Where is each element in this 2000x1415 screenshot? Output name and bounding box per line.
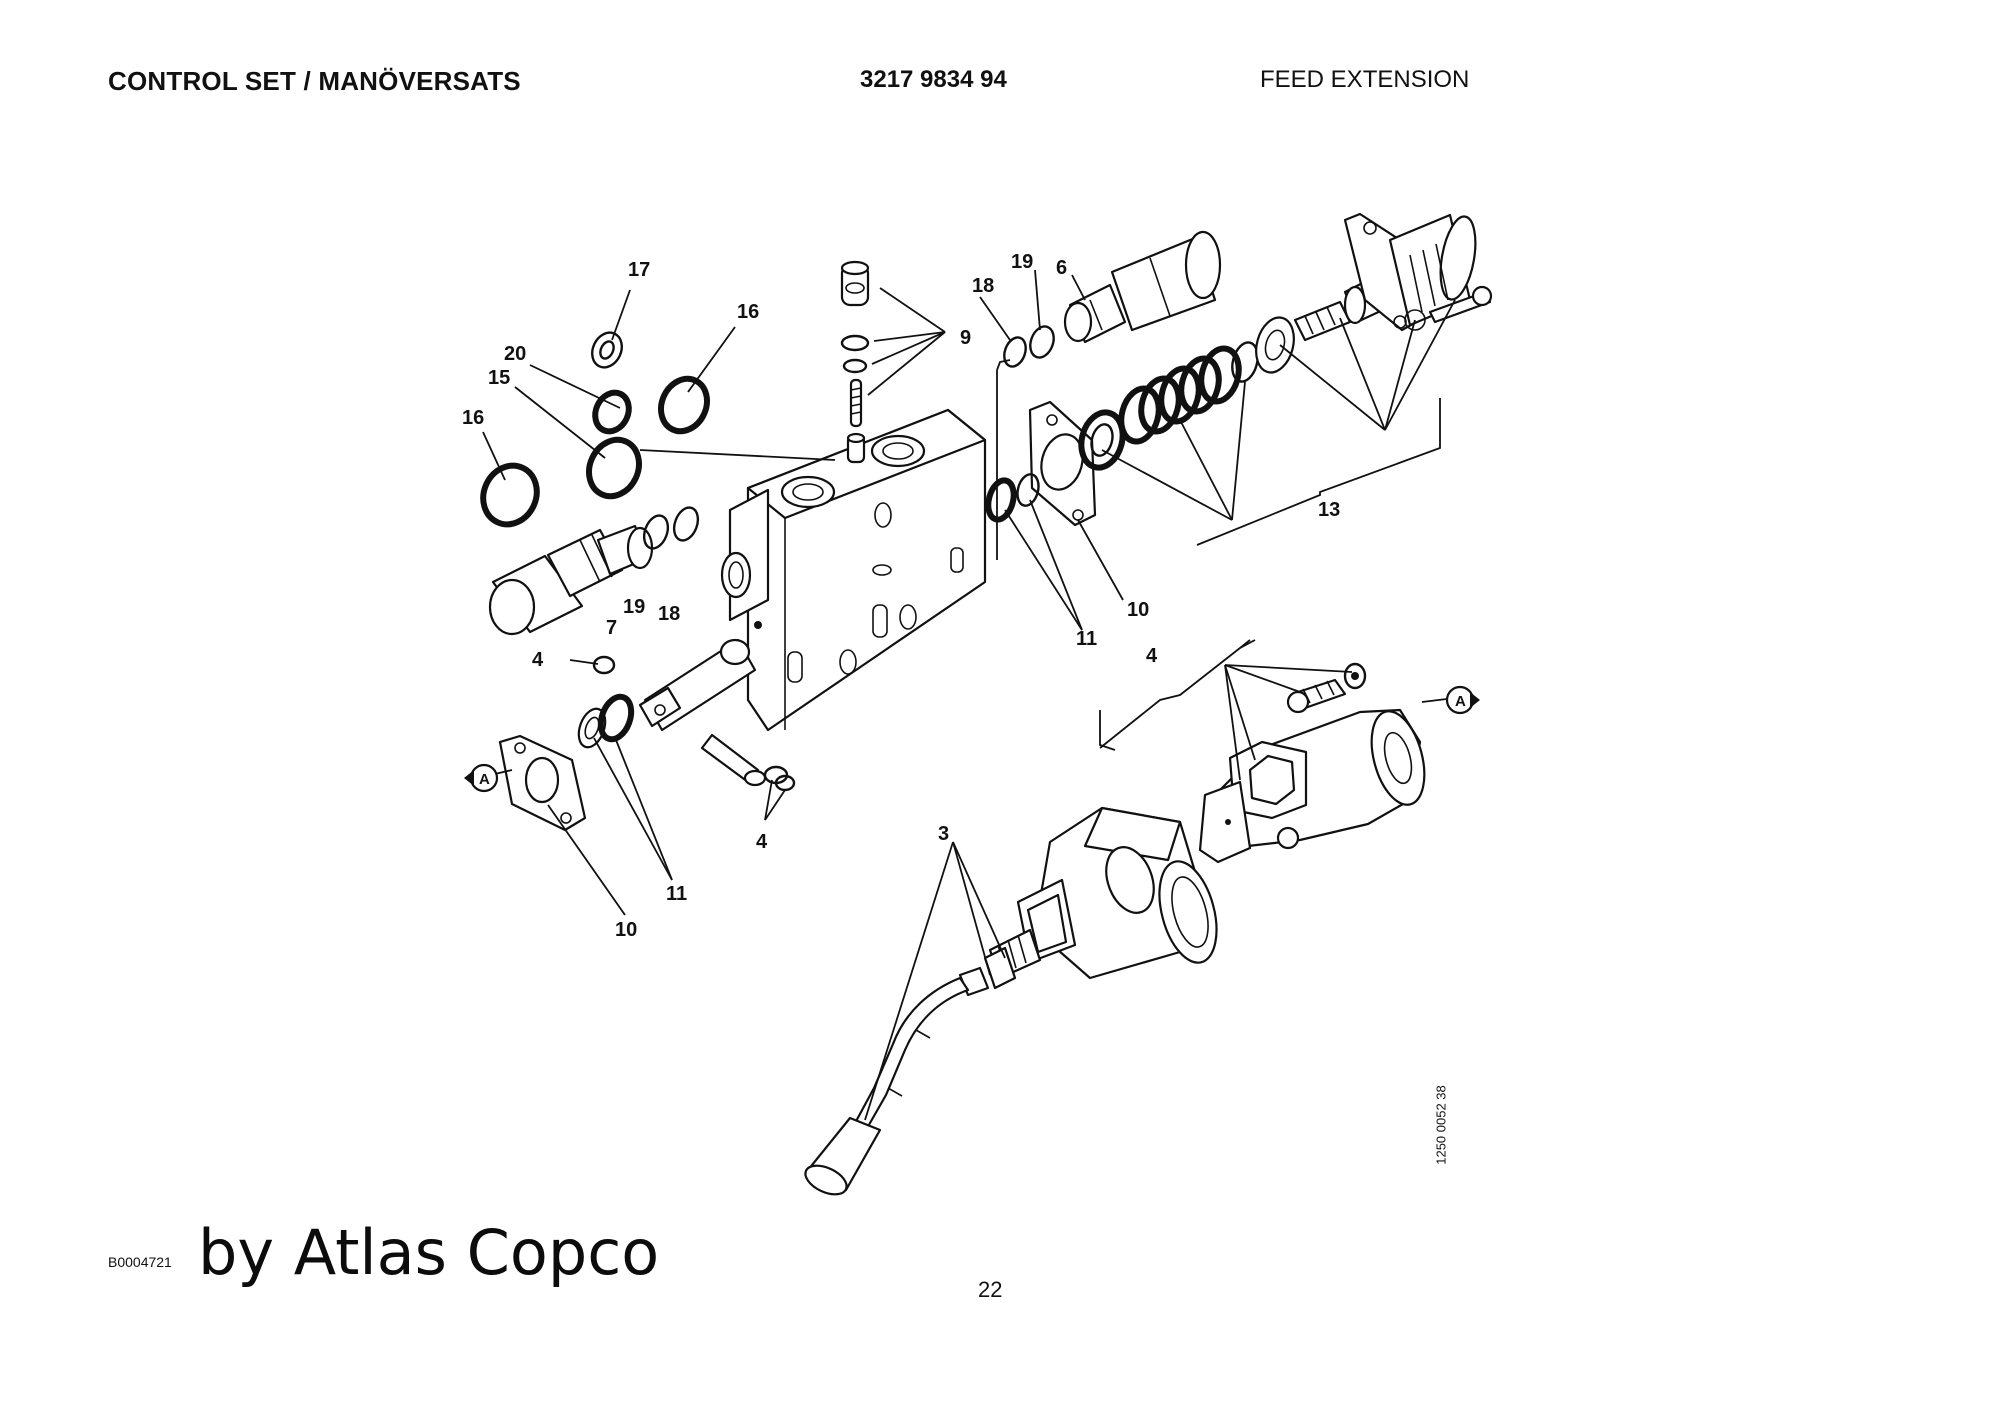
callout-10-right: 10 [1127, 599, 1149, 621]
control-lever [804, 966, 990, 1196]
svg-text:A: A [1455, 693, 1466, 710]
check-valve-assembly [488, 524, 654, 636]
callout-19-top: 19 [1011, 251, 1033, 273]
callout-16-left: 16 [462, 407, 484, 429]
callout-10-bottom: 10 [615, 919, 637, 941]
page-number: 22 [978, 1277, 1003, 1302]
flange-plate-left [498, 655, 796, 832]
callout-17: 17 [628, 259, 650, 281]
callout-6: 6 [1056, 257, 1067, 279]
flange-plate-right [985, 400, 1097, 527]
o-ring-19-left [642, 514, 670, 550]
callout-9: 9 [960, 327, 971, 349]
callout-15: 15 [488, 367, 510, 389]
callout-19-left: 19 [623, 596, 645, 618]
washer-17-inner [599, 340, 615, 360]
callout-3: 3 [938, 823, 949, 845]
section-title: FEED EXTENSION [1260, 66, 1470, 93]
drawing-reference: 1250 0052 38 [1431, 1075, 1451, 1175]
callout-16-top: 16 [737, 301, 759, 323]
leader-lines [477, 269, 1456, 1121]
brand-mark: by Atlas Copco [198, 1216, 660, 1289]
bracket-lines [996, 359, 1441, 751]
callout-20: 20 [504, 343, 526, 365]
o-ring-16-left [480, 462, 540, 528]
callout-labels: 17 16 20 15 16 19 18 7 9 18 19 6 13 10 1… [462, 251, 1340, 941]
relief-valve-assembly [840, 260, 870, 464]
callout-11-bottom: 11 [666, 883, 687, 905]
o-ring-15 [586, 436, 642, 500]
cartridge-valve-6 [1003, 230, 1222, 368]
o-ring-20 [592, 389, 632, 435]
callout-4-top: 4 [532, 649, 544, 671]
document-code: B0004721 [108, 1254, 172, 1270]
bolt-right [1286, 662, 1367, 714]
callout-11-mid: 11 [1076, 628, 1097, 650]
marker-a-right: A [1445, 685, 1480, 715]
svg-text:A: A [479, 771, 490, 788]
drawing-reference-text: 1250 0052 38 [1433, 1085, 1449, 1165]
valve-block [720, 408, 987, 732]
lever-housing [983, 806, 1218, 990]
callout-4-right: 4 [1146, 645, 1158, 667]
end-cap [1343, 212, 1493, 332]
callout-4-bottom: 4 [756, 831, 768, 853]
o-ring-18-left [672, 506, 700, 542]
solenoid-cylinder [1198, 708, 1426, 864]
washer-17 [591, 331, 623, 369]
o-ring-16-top [658, 375, 710, 435]
page-title: CONTROL SET / MANÖVERSATS [108, 66, 521, 96]
callout-18-left: 18 [658, 603, 680, 625]
spool-shaft [638, 638, 767, 787]
callout-18-top: 18 [972, 275, 994, 297]
marker-a-left: A [464, 763, 499, 793]
callout-13: 13 [1318, 499, 1340, 521]
callout-7: 7 [606, 617, 617, 639]
part-number: 3217 9834 94 [860, 66, 1007, 93]
